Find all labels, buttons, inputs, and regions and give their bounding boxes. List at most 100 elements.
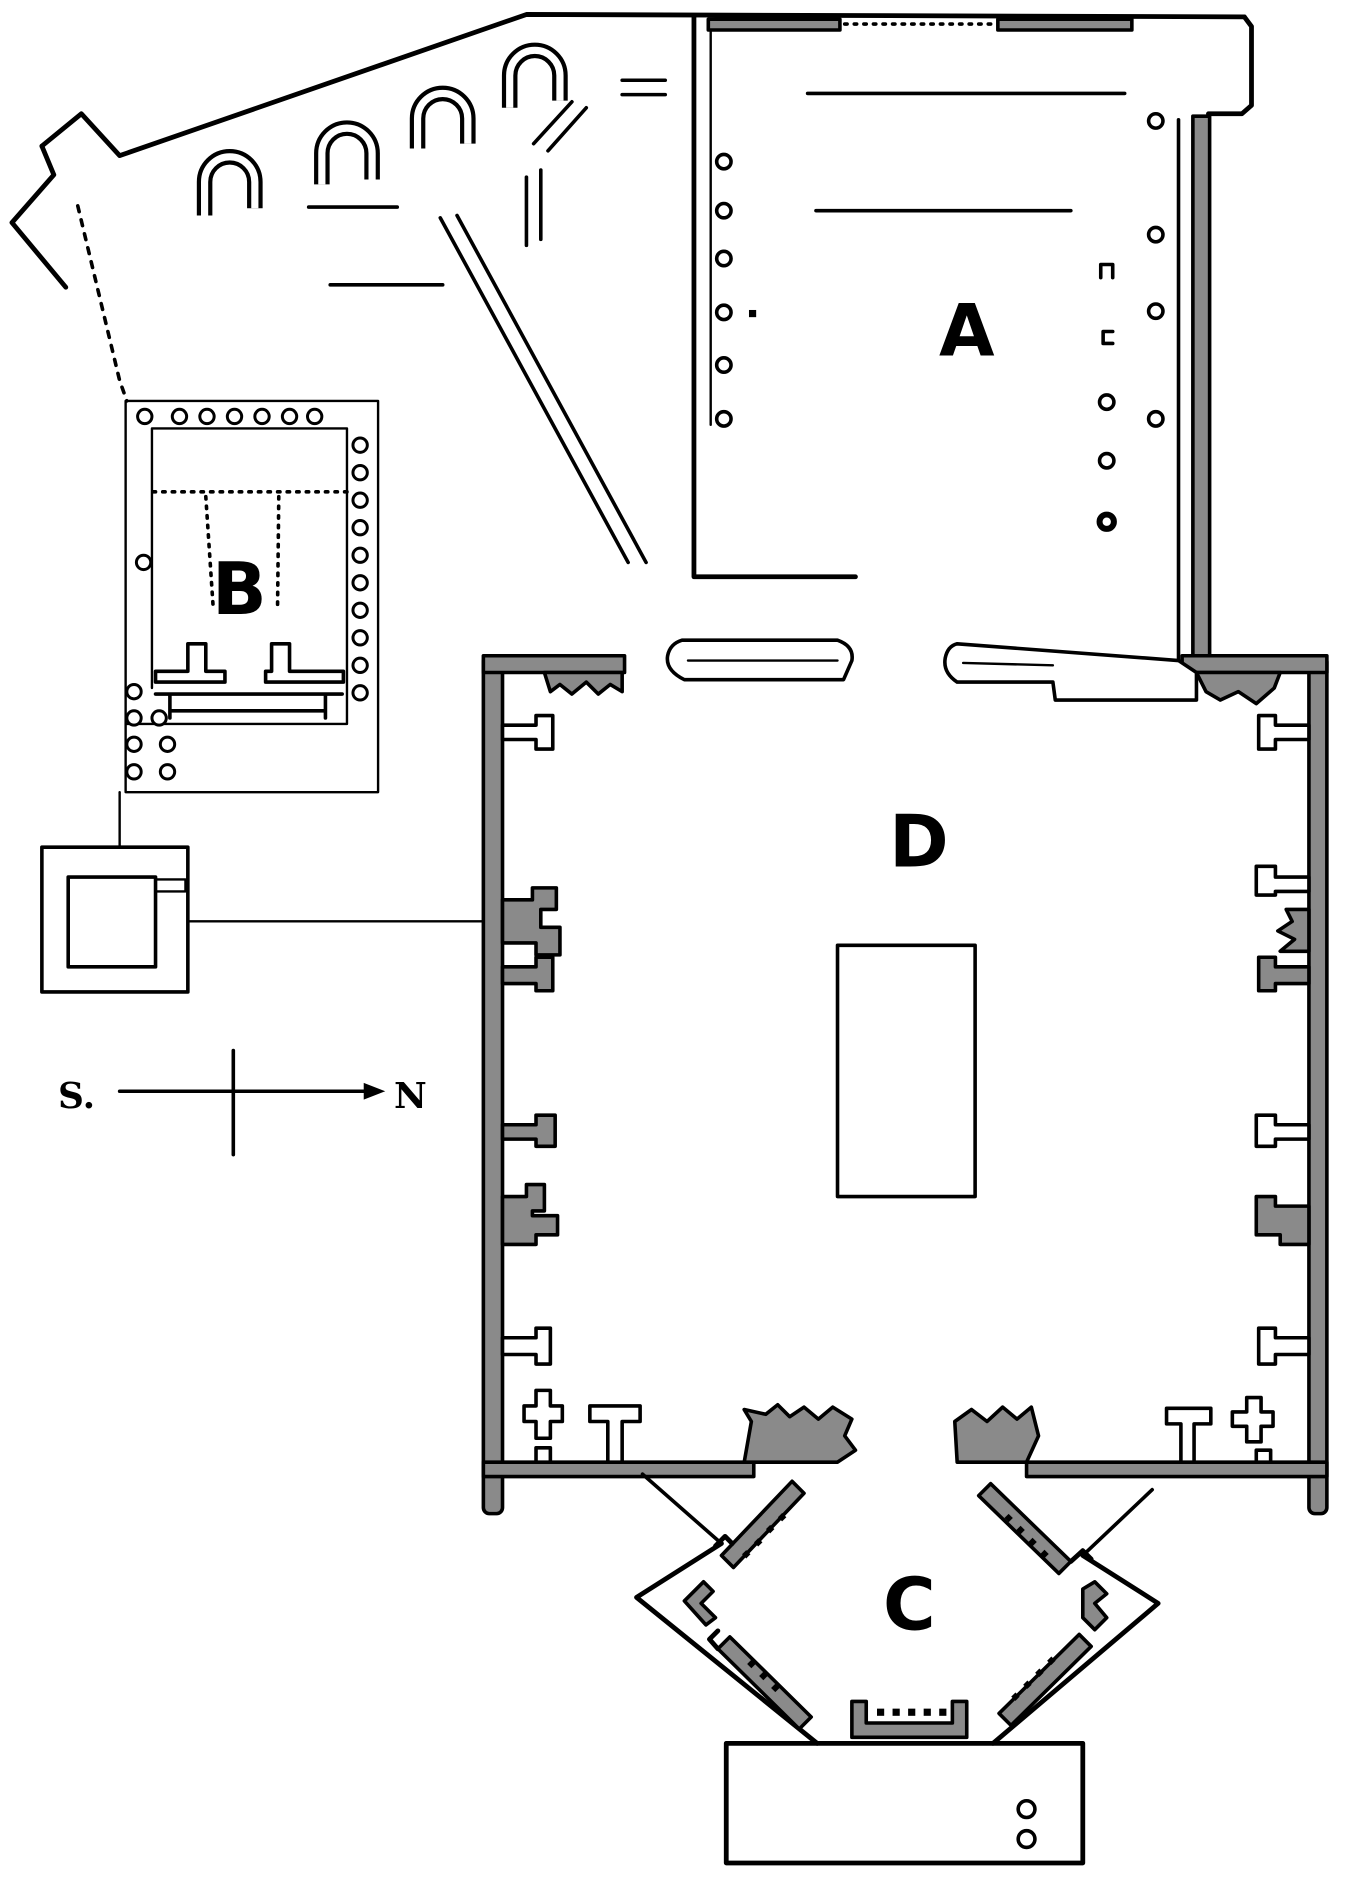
room-c-east-outline [990,1553,1161,1746]
central-rectangle [835,943,977,1199]
room-d [481,638,1329,1516]
room-d-label: D [889,799,949,883]
column [351,684,369,702]
room-b-inner-wall [124,427,349,726]
t-pier [588,1404,642,1464]
room-a-west-wall [691,14,858,580]
portico-dashed-boundary [75,204,129,403]
wall-niche [1028,1537,1037,1547]
room-c-connector [640,1472,724,1546]
wall-pier [500,1182,560,1247]
column [714,152,733,171]
room-c-wall-southeast [997,1632,1093,1728]
wall-niche [1023,1680,1032,1689]
wall-niche [747,1659,756,1669]
column [134,553,153,572]
room-a-label: A [939,288,995,372]
wall-niche [759,1671,768,1681]
column [158,735,177,753]
wall-niche [1035,1668,1044,1677]
compass-north-label: N [394,1075,427,1117]
column [1146,409,1165,428]
room-a-top-wall-hatched [996,17,1134,32]
wall-pier [1256,713,1311,751]
wall-niche [877,1708,885,1716]
room-b-dotted-line [203,494,215,607]
column [714,249,733,268]
wall-pier [500,1326,553,1366]
column [150,709,168,727]
room-c-apse-wall [850,1699,969,1740]
column [1097,451,1116,470]
room-b-rail [153,692,344,720]
room-b-outer-wall [124,399,380,794]
column [1146,225,1165,244]
room-c-wall-hook [713,1533,735,1549]
arch-2-inner [318,124,376,185]
column [170,407,189,426]
column [714,303,733,322]
column [351,601,369,619]
column [714,201,733,220]
room-b-pedestal [153,641,227,684]
column [351,656,369,674]
column [280,407,299,426]
column-base-mark [748,309,757,318]
column-pier-mark [1098,262,1115,280]
room-d-north-wall-east [1180,653,1329,675]
portico-diagonal-wall [455,213,648,565]
wall-pier [1254,1194,1311,1247]
column [351,629,369,647]
column [1096,511,1117,532]
wall-niche [1004,1513,1013,1523]
wall-pier [1254,864,1311,897]
entrance-slab-line [961,661,1055,667]
column [253,407,271,426]
portico-line [531,99,574,146]
wall-niche [753,1538,763,1547]
column [351,436,369,454]
room-d-west-wall [481,653,505,1516]
room-c-wall-southwest [716,1635,813,1731]
t-pier [1164,1406,1213,1464]
arch-4-inner [506,46,564,108]
room-a [691,14,1254,666]
compass-arrowhead [363,1082,386,1100]
cross-pier [1230,1395,1275,1444]
wall-niche [1040,1549,1049,1559]
room-a-northeast-corner [1206,14,1254,117]
room-c-west-mark [682,1580,718,1627]
room-c [634,1472,1161,1866]
wall-niche [892,1708,900,1716]
room-d-north-wall-west [481,653,627,675]
wall-niche [1016,1525,1025,1535]
column [714,409,733,428]
room-d-corner-pier [1194,670,1283,706]
column [125,763,143,781]
column [714,356,733,374]
portico-outer-wall [39,12,1247,159]
compass: S. N [58,1048,427,1157]
wall-niche [923,1708,931,1716]
wall-pier [1256,955,1311,993]
room-c-wall-hook [707,1628,721,1652]
wall-niche [742,1550,751,1559]
tower-inner-wall [66,875,158,969]
room-b [124,399,380,794]
column [351,491,369,509]
column [225,407,244,426]
column [1146,111,1165,130]
room-c-east-mark [1081,1580,1109,1632]
room-d-south-wall-east [1024,1460,1329,1479]
column [158,763,177,781]
room-a-top-wall-hatched [706,17,842,32]
column-pier-mark [1101,329,1115,346]
portico [9,12,1247,565]
wall-pier [500,886,562,957]
column [305,407,324,426]
room-c-connector [1081,1487,1154,1558]
room-b-label: B [212,547,267,631]
compass-south-label: S. [58,1075,95,1117]
room-b-pedestal [263,641,346,684]
